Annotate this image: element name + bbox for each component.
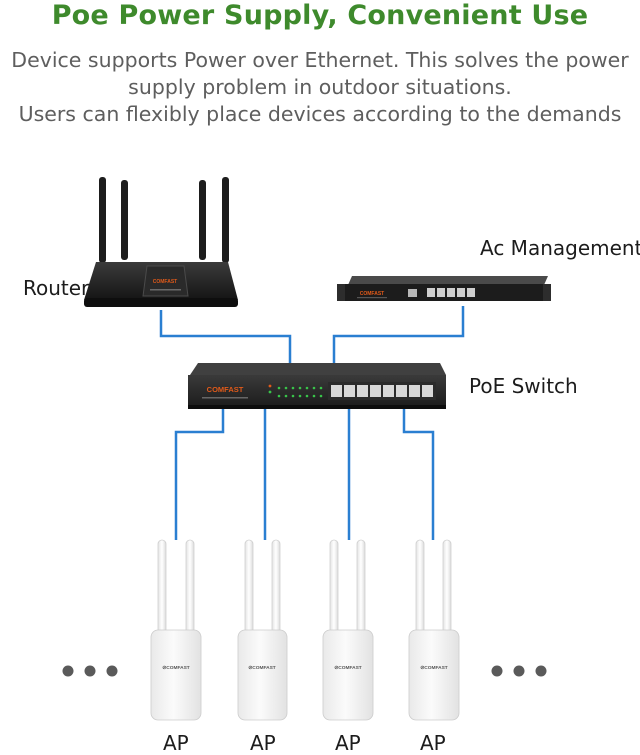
- description-line-3: Users can flexibly place devices accordi…: [18, 102, 622, 126]
- router-device: COMFAST: [84, 177, 238, 307]
- description-line-1: Device supports Power over Ethernet. Thi…: [11, 48, 629, 72]
- ap-label-4: AP: [420, 731, 446, 755]
- ac-controller-device: COMFAST: [337, 276, 551, 301]
- svg-text:⊘COMFAST: ⊘COMFAST: [162, 665, 190, 671]
- cable-ac-to-switch: [332, 306, 465, 364]
- router-label: Router: [23, 276, 90, 300]
- svg-text:⊘COMFAST: ⊘COMFAST: [248, 665, 276, 671]
- access-point-4: ⊘COMFAST: [408, 539, 460, 721]
- access-point-3: ⊘COMFAST: [322, 539, 374, 721]
- svg-text:⊘COMFAST: ⊘COMFAST: [420, 665, 448, 671]
- ellipsis-right: [491, 665, 547, 677]
- description-line-2: supply problem in outdoor situations.: [128, 75, 512, 99]
- access-point-2: ⊘COMFAST: [237, 539, 288, 721]
- page-title: Poe Power Supply, Convenient Use: [51, 0, 589, 31]
- poe-switch-label: PoE Switch: [469, 374, 578, 398]
- ap-label-1: AP: [163, 731, 189, 755]
- ac-management-label: Ac Management: [480, 236, 640, 260]
- svg-text:COMFAST: COMFAST: [153, 279, 177, 285]
- network-cables: [159, 306, 465, 540]
- access-point-1: ⊘COMFAST: [150, 539, 202, 721]
- cable-switch-to-ap-4: [402, 408, 435, 540]
- poe-switch-device: COMFAST: [188, 363, 446, 409]
- svg-text:⊘COMFAST: ⊘COMFAST: [334, 665, 362, 671]
- svg-text:COMFAST: COMFAST: [360, 291, 384, 297]
- svg-text:COMFAST: COMFAST: [207, 385, 244, 394]
- cable-router-to-switch: [159, 310, 292, 364]
- ellipsis-left: [62, 665, 118, 677]
- cable-switch-to-ap-1: [174, 408, 225, 540]
- ap-label-3: AP: [335, 731, 361, 755]
- ap-label-2: AP: [250, 731, 276, 755]
